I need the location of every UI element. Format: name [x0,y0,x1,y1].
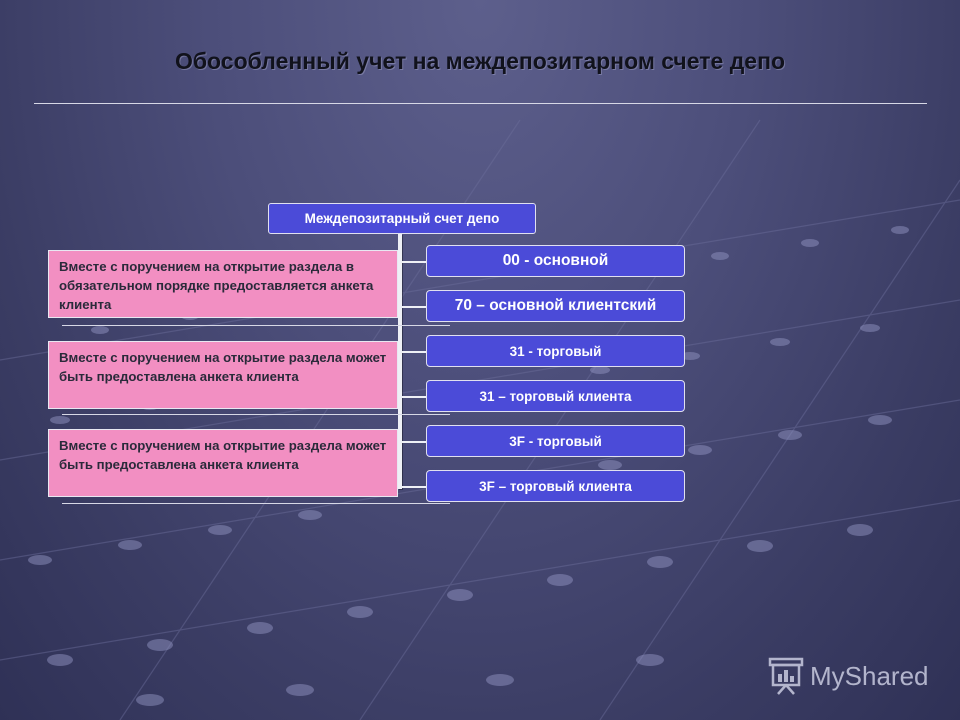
section-box-70: 70 – основной клиентский [426,290,685,322]
note-box-optional: Вместе с поручением на открытие раздела … [48,341,398,409]
section-box-00: 00 - основной [426,245,685,277]
watermark: MyShared [768,656,929,696]
note-box-mandatory: Вместе с поручением на открытие раздела … [48,250,398,318]
branch-connector [400,306,428,308]
presentation-board-icon [768,657,804,695]
slide-title: Обособленный учет на междепозитарном сче… [174,48,786,74]
section-box-3f: 3F - торговый [426,425,685,457]
note-box-optional: Вместе с поручением на открытие раздела … [48,429,398,497]
branch-connector [400,351,428,353]
section-box-3f-client: 3F – торговый клиента [426,470,685,502]
branch-connector [400,486,428,488]
note-divider [62,414,450,415]
root-account-box: Междепозитарный счет депо [268,203,536,234]
section-box-31-client: 31 – торговый клиента [426,380,685,412]
tree-trunk-line [398,234,402,489]
section-box-31: 31 - торговый [426,335,685,367]
watermark-text: MyShared [810,660,929,691]
branch-connector [400,396,428,398]
branch-connector [400,261,428,263]
title-divider [34,103,927,104]
note-divider [62,503,450,504]
note-divider [62,325,450,326]
branch-connector [400,441,428,443]
